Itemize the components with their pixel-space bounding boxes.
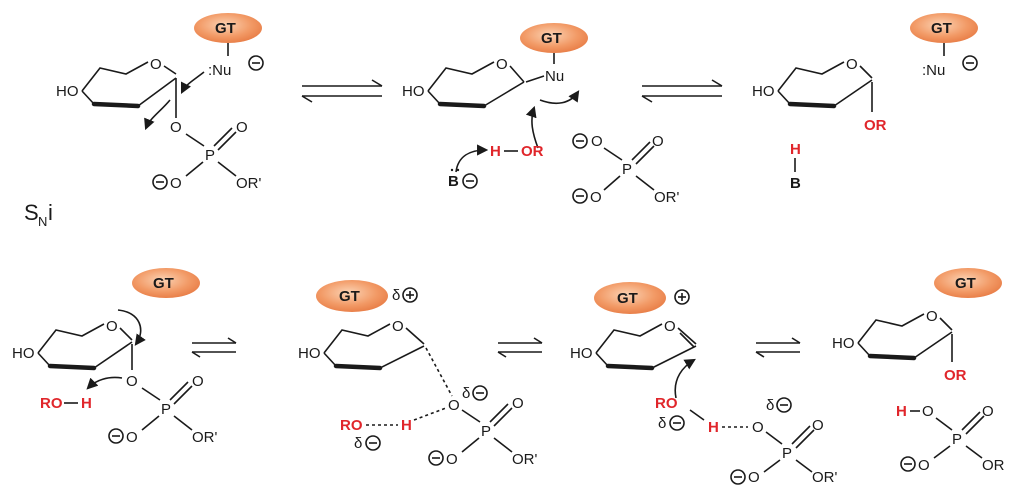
svg-text::Nu: :Nu <box>922 62 945 79</box>
svg-text:GT: GT <box>955 275 976 292</box>
top-structure-2: GT Nu HO O H OR B O P O O OR' <box>402 23 680 206</box>
svg-text:H: H <box>896 403 907 420</box>
top-structure-3: GT :Nu HO O OR H B <box>752 13 978 192</box>
svg-text:P: P <box>622 161 632 178</box>
svg-text:RO: RO <box>340 417 363 434</box>
equilibrium-arrow-bottom-3 <box>755 337 801 358</box>
svg-text:H: H <box>790 141 801 158</box>
svg-text:HO: HO <box>752 83 775 100</box>
svg-text:HO: HO <box>298 345 321 362</box>
equilibrium-arrow-bottom-1 <box>191 337 237 358</box>
ho-label: HO <box>56 83 79 100</box>
bottom-structure-1: GT HO O O RO H P O O OR' <box>12 268 218 446</box>
svg-text:O: O <box>446 451 458 468</box>
svg-text:P: P <box>161 401 171 418</box>
gt-enzyme-icon <box>594 282 666 314</box>
svg-text:GT: GT <box>153 275 174 292</box>
svg-text:δ: δ <box>766 397 774 414</box>
svg-text:δ: δ <box>658 415 666 432</box>
svg-text:OR': OR' <box>654 189 680 206</box>
svg-text:RO: RO <box>655 395 678 412</box>
svg-text:HO: HO <box>402 83 425 100</box>
gt-enzyme-icon <box>132 268 200 298</box>
svg-text:Nu: Nu <box>545 68 564 85</box>
svg-text:OR': OR' <box>236 175 262 192</box>
svg-text:O: O <box>392 318 404 335</box>
svg-text:OR: OR <box>521 143 544 160</box>
nucleophile-label: :Nu <box>208 62 231 79</box>
gt-enzyme-icon <box>910 13 978 43</box>
svg-text:GT: GT <box>931 20 952 37</box>
svg-text:O: O <box>192 373 204 390</box>
gt-enzyme-icon <box>520 23 588 53</box>
svg-text:O: O <box>918 457 930 474</box>
gt-enzyme-icon <box>316 280 388 312</box>
svg-text:O: O <box>926 308 938 325</box>
svg-text:O: O <box>448 397 460 414</box>
gt-enzyme-icon <box>194 13 262 43</box>
svg-text:O: O <box>982 403 994 420</box>
svg-text:O: O <box>496 56 508 73</box>
svg-text:B: B <box>790 175 801 192</box>
svg-text:RO: RO <box>40 395 63 412</box>
bottom-structure-2: GT δ HO O O δ RO H δ P O O OR' <box>298 280 538 468</box>
svg-text:i: i <box>48 200 53 225</box>
equilibrium-arrow-top-1 <box>301 79 383 103</box>
svg-text:P: P <box>952 431 962 448</box>
svg-text:OR': OR' <box>512 451 538 468</box>
svg-text:δ: δ <box>392 287 400 304</box>
svg-text:O: O <box>652 133 664 150</box>
svg-text:OR: OR <box>982 457 1005 474</box>
bottom-structure-4: GT HO O OR H O P O O OR <box>832 268 1005 474</box>
svg-text:O: O <box>812 417 824 434</box>
svg-text:N: N <box>38 214 47 229</box>
bottom-structure-3: GT HO O RO δ H O δ P O O OR' <box>570 282 838 485</box>
svg-text:GT: GT <box>339 288 360 305</box>
svg-text:OR: OR <box>944 367 967 384</box>
svg-text:OR': OR' <box>812 469 838 485</box>
svg-text:O: O <box>664 318 676 335</box>
svg-text:O: O <box>752 419 764 436</box>
svg-text:H: H <box>81 395 92 412</box>
svg-text:O: O <box>591 133 603 150</box>
svg-text:O: O <box>512 395 524 412</box>
svg-text:O: O <box>590 189 602 206</box>
svg-text:OR: OR <box>864 117 887 134</box>
equilibrium-arrow-bottom-2 <box>497 337 543 358</box>
svg-text:H: H <box>401 417 412 434</box>
svg-text:O: O <box>748 469 760 485</box>
svg-text:O: O <box>150 56 162 73</box>
svg-text:GT: GT <box>541 30 562 47</box>
gt-label: GT <box>215 20 236 37</box>
top-structure-1: GT :Nu HO O O P O O OR' <box>56 13 264 192</box>
svg-text:O: O <box>106 318 118 335</box>
svg-text:O: O <box>126 373 138 390</box>
sni-label: S N i <box>24 200 53 229</box>
svg-text:HO: HO <box>12 345 35 362</box>
svg-text:H: H <box>490 143 501 160</box>
svg-text:O: O <box>922 403 934 420</box>
svg-text:δ: δ <box>354 435 362 452</box>
svg-text:O: O <box>126 429 138 446</box>
svg-text:δ: δ <box>462 385 470 402</box>
svg-text:H: H <box>708 419 719 436</box>
svg-text:P: P <box>205 147 215 164</box>
svg-text:P: P <box>782 445 792 462</box>
gt-enzyme-icon <box>934 268 1002 298</box>
svg-text:GT: GT <box>617 290 638 307</box>
svg-text:HO: HO <box>832 335 855 352</box>
svg-text:B: B <box>448 173 459 190</box>
svg-text:P: P <box>481 423 491 440</box>
svg-text:O: O <box>236 119 248 136</box>
svg-text:O: O <box>846 56 858 73</box>
equilibrium-arrow-top-2 <box>641 79 723 103</box>
svg-text:O: O <box>170 119 182 136</box>
svg-text:HO: HO <box>570 345 593 362</box>
svg-text:O: O <box>170 175 182 192</box>
svg-text:OR': OR' <box>192 429 218 446</box>
svg-text:S: S <box>24 200 39 225</box>
